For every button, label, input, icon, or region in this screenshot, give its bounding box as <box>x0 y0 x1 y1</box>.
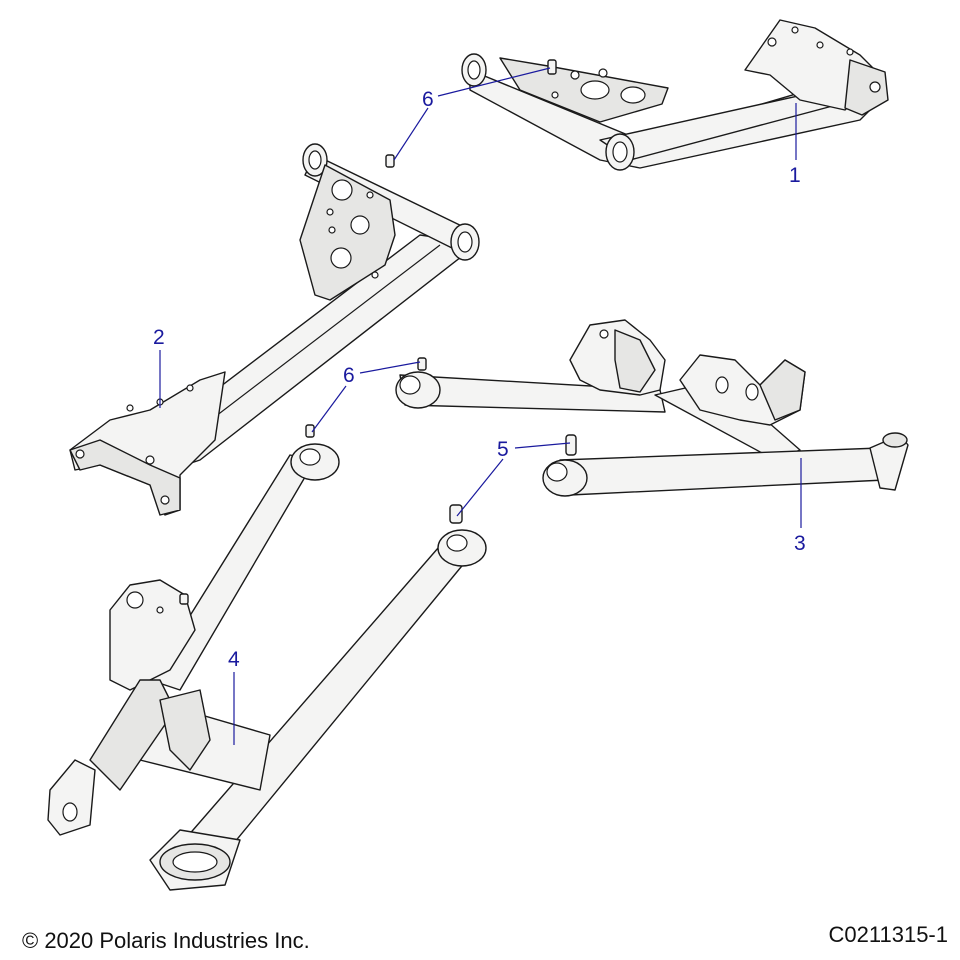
callout-label-1: 1 <box>789 164 801 187</box>
callout-4: 4 <box>228 648 240 745</box>
callout-label-6-upper: 6 <box>422 88 434 111</box>
callout-3: 3 <box>794 458 806 555</box>
callout-label-5: 5 <box>497 438 509 461</box>
callout-5: 5 <box>456 438 571 517</box>
drawing-number: C0211315-1 <box>828 922 948 947</box>
callout-label-6-lower: 6 <box>343 364 355 387</box>
part-4-trailing-arm <box>47 424 487 891</box>
part-1-control-arm <box>461 19 889 171</box>
part-3-control-arm <box>395 319 909 497</box>
copyright-notice: © 2020 Polaris Industries Inc. <box>22 928 310 953</box>
callout-label-2: 2 <box>153 326 165 349</box>
part-2-control-arm <box>69 143 480 516</box>
callout-label-3: 3 <box>794 532 806 555</box>
callout-1: 1 <box>789 103 801 187</box>
callout-label-4: 4 <box>228 648 240 671</box>
callout-6-lower: 6 <box>311 361 421 433</box>
callout-2: 2 <box>153 326 165 408</box>
callout-6-upper: 6 <box>393 67 551 161</box>
